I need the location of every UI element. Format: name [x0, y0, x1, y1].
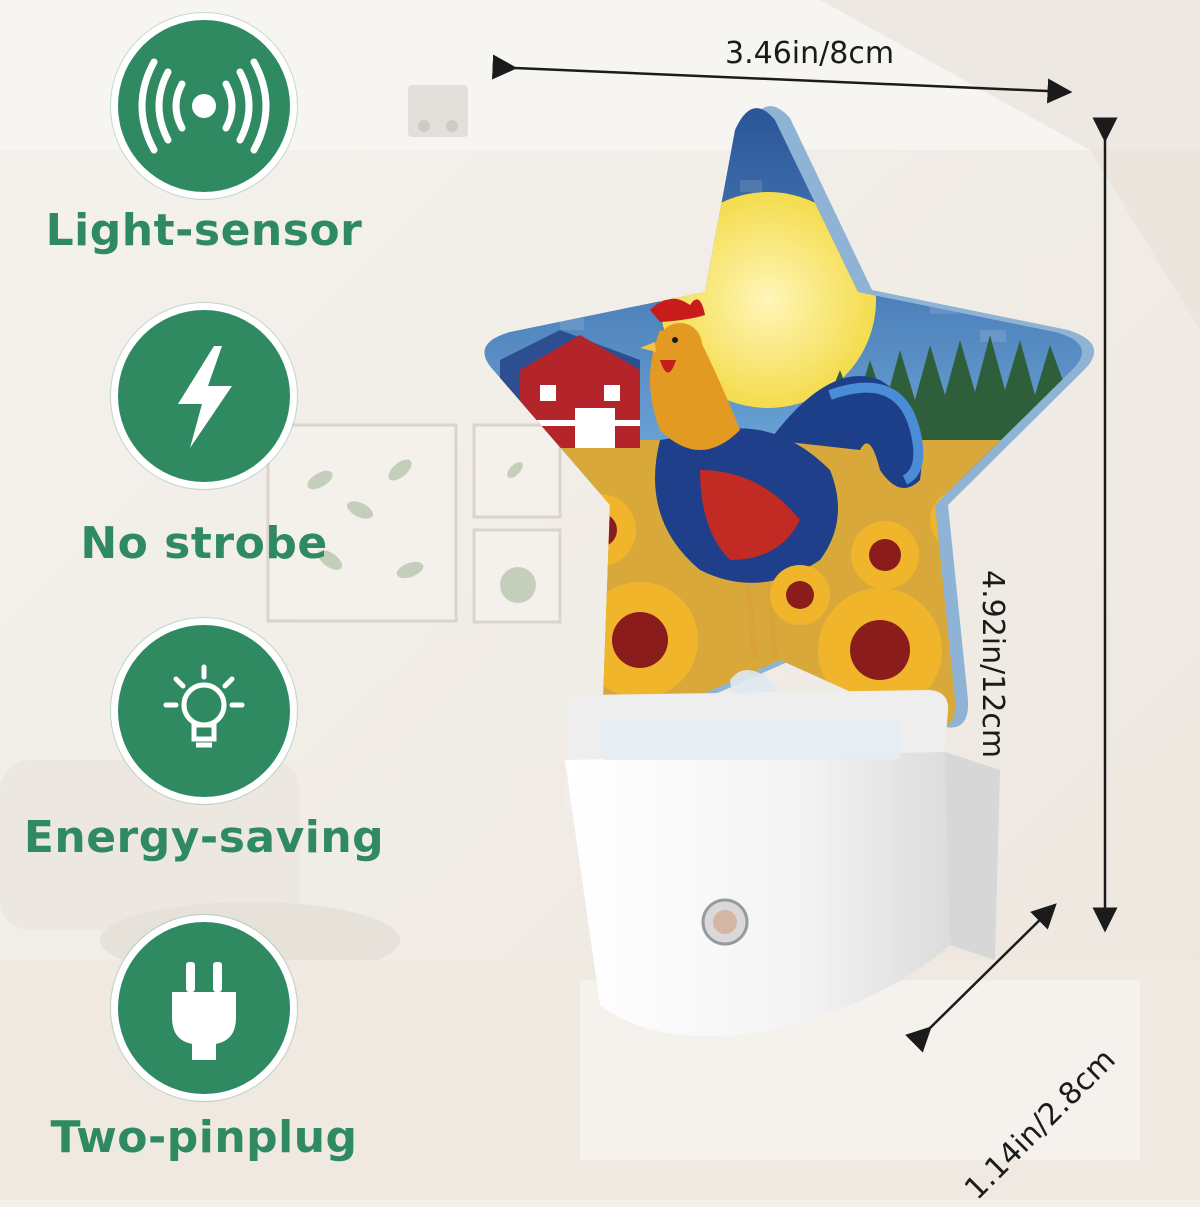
light-sensor-eye-inner [713, 910, 737, 934]
light-sensor-icon [118, 20, 290, 192]
rooster [640, 298, 924, 661]
feature-label: Two-pinplug [50, 1112, 358, 1163]
barn [500, 330, 640, 448]
two-pin-plug-icon [118, 922, 290, 1094]
wall-art-leaves [307, 459, 536, 603]
lightning-bolt-icon [118, 310, 290, 482]
feature-label: Energy-saving [23, 812, 385, 863]
height-dimension-label: 4.92in/12cm [975, 570, 1010, 759]
ceiling-light [408, 85, 468, 137]
sunflowers [564, 490, 990, 712]
feature-label: Light-sensor [45, 205, 363, 256]
light-bulb-icon [118, 625, 290, 797]
couch [0, 760, 300, 930]
depth-arrow [905, 903, 1057, 1053]
ceiling-light-bulb [418, 120, 430, 132]
width-dimension-label: 3.46in/8cm [725, 36, 895, 71]
base-side [945, 752, 1000, 960]
width-arrow [491, 54, 1073, 104]
ceiling-beam [820, 0, 1200, 330]
wall-art-frame [266, 423, 458, 623]
base-front [565, 752, 950, 1037]
moon [660, 192, 876, 408]
lamp-lens [600, 720, 900, 760]
feature-label: No strobe [80, 518, 328, 569]
night-light-base [565, 670, 1000, 1037]
ceiling-light-bulb [446, 120, 458, 132]
